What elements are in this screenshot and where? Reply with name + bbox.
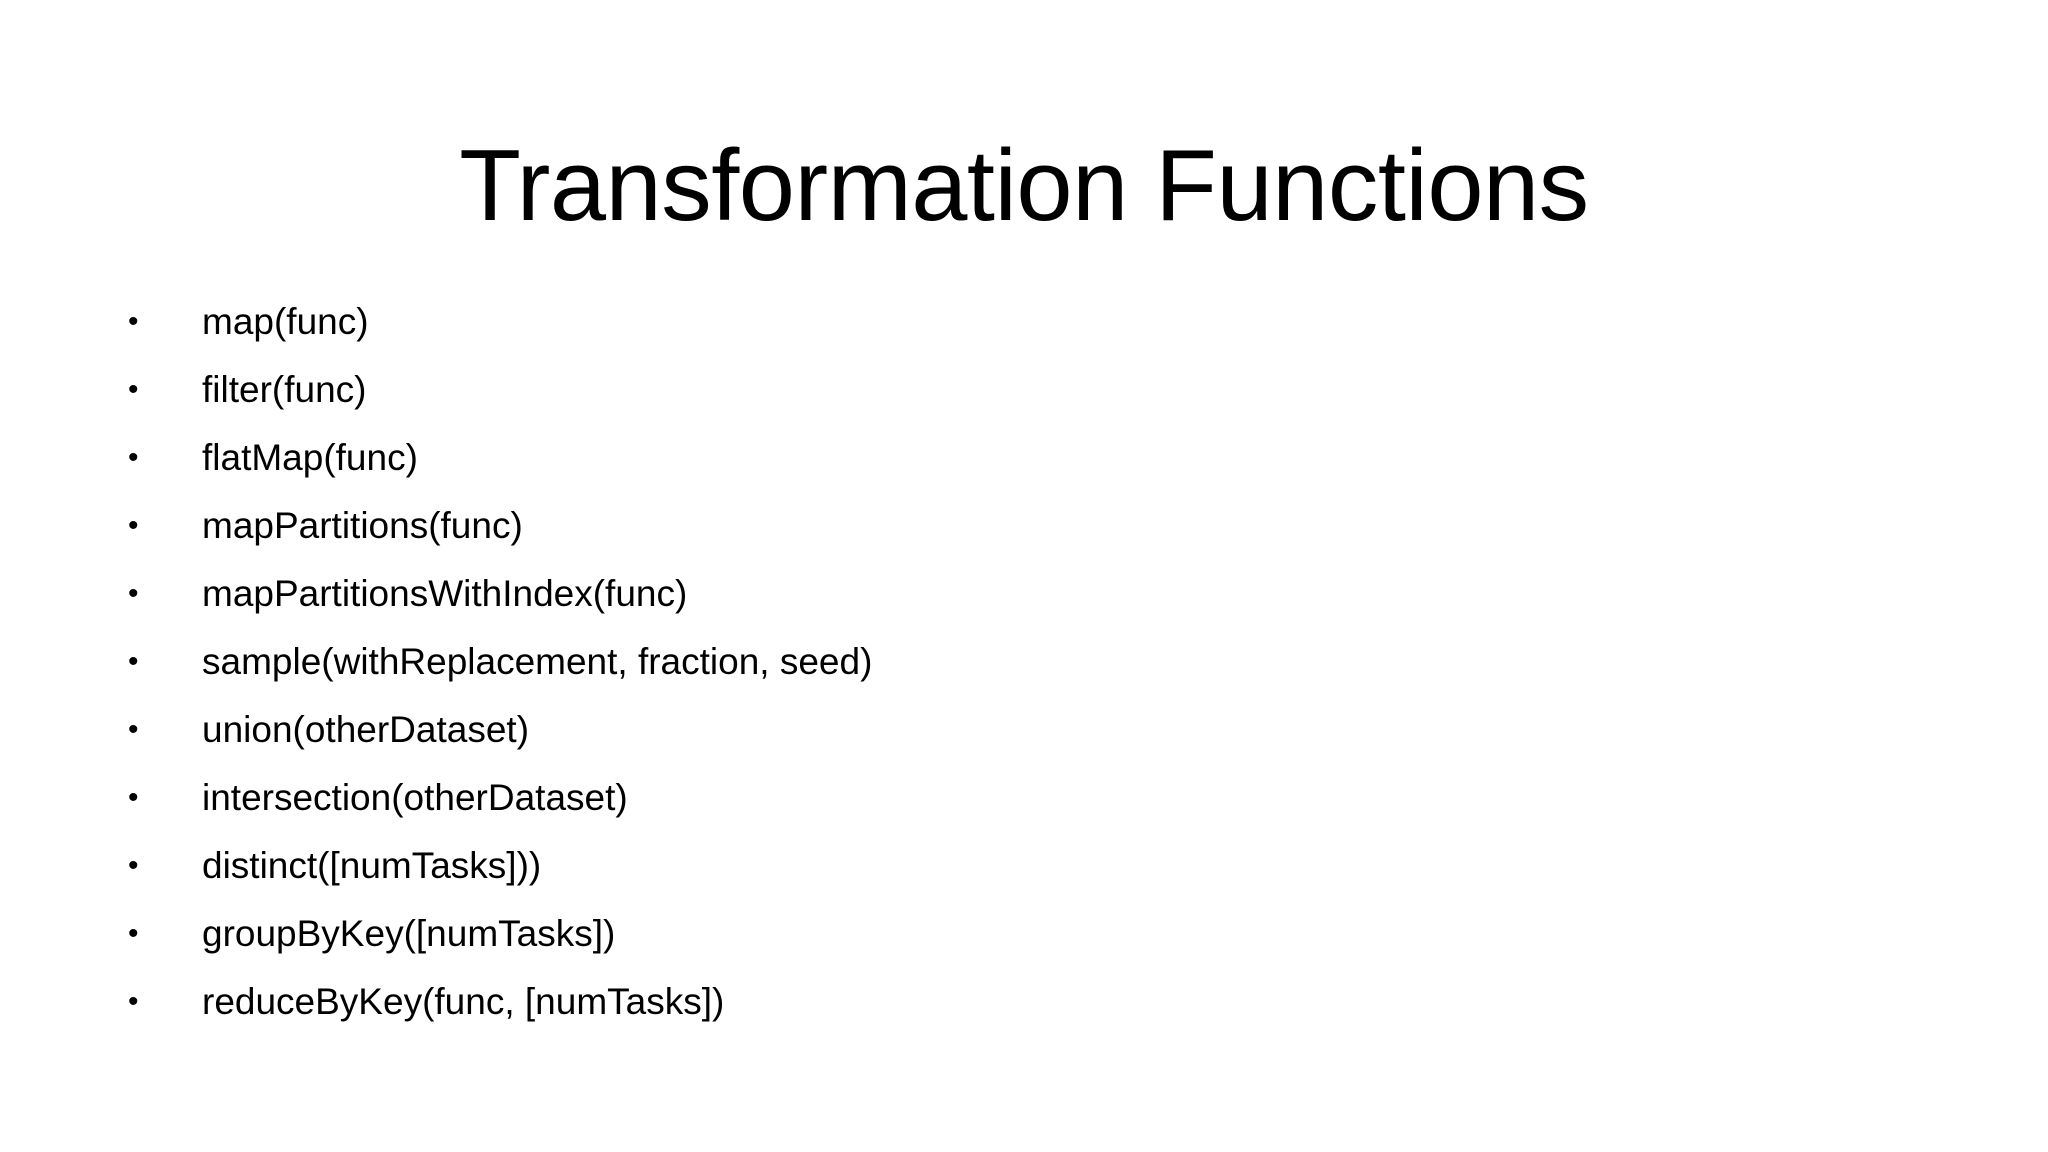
list-item-label: distinct([numTasks]))	[202, 845, 542, 886]
list-item-label: flatMap(func)	[202, 437, 418, 478]
page-title: Transformation Functions	[459, 129, 1589, 242]
bullet-point-icon: •	[128, 713, 139, 746]
bullet-point-icon: •	[128, 441, 139, 474]
bullet-point-icon: •	[128, 917, 139, 950]
list-item-label: map(func)	[202, 301, 369, 342]
bullet-point-icon: •	[128, 985, 139, 1018]
list-item[interactable]: • intersection(otherDataset)	[110, 764, 1910, 832]
list-item[interactable]: • flatMap(func)	[110, 424, 1910, 492]
list-item[interactable]: • groupByKey([numTasks])	[110, 900, 1910, 968]
transformation-functions-list: • map(func) • filter(func) • flatMap(fun…	[110, 288, 1910, 1036]
list-item-label: mapPartitions(func)	[202, 505, 523, 546]
list-item-label: intersection(otherDataset)	[202, 777, 628, 818]
list-item[interactable]: • mapPartitions(func)	[110, 492, 1910, 560]
list-item-label: filter(func)	[202, 369, 367, 410]
list-item[interactable]: • union(otherDataset)	[110, 696, 1910, 764]
bullet-point-icon: •	[128, 305, 139, 338]
list-item-label: union(otherDataset)	[202, 709, 530, 750]
bullet-point-icon: •	[128, 645, 139, 678]
bullet-point-icon: •	[128, 849, 139, 882]
list-item[interactable]: • sample(withReplacement, fraction, seed…	[110, 628, 1910, 696]
list-item-label: groupByKey([numTasks])	[202, 913, 616, 954]
bullet-point-icon: •	[128, 577, 139, 610]
bullet-point-icon: •	[128, 509, 139, 542]
list-item[interactable]: • filter(func)	[110, 356, 1910, 424]
list-item[interactable]: • reduceByKey(func, [numTasks])	[110, 968, 1910, 1036]
list-item-label: reduceByKey(func, [numTasks])	[202, 981, 725, 1022]
list-item[interactable]: • map(func)	[110, 288, 1910, 356]
list-item-label: sample(withReplacement, fraction, seed)	[202, 641, 873, 682]
bullet-point-icon: •	[128, 781, 139, 814]
list-item[interactable]: • mapPartitionsWithIndex(func)	[110, 560, 1910, 628]
list-item[interactable]: • distinct([numTasks]))	[110, 832, 1910, 900]
list-item-label: mapPartitionsWithIndex(func)	[202, 573, 688, 614]
bullet-point-icon: •	[128, 373, 139, 406]
